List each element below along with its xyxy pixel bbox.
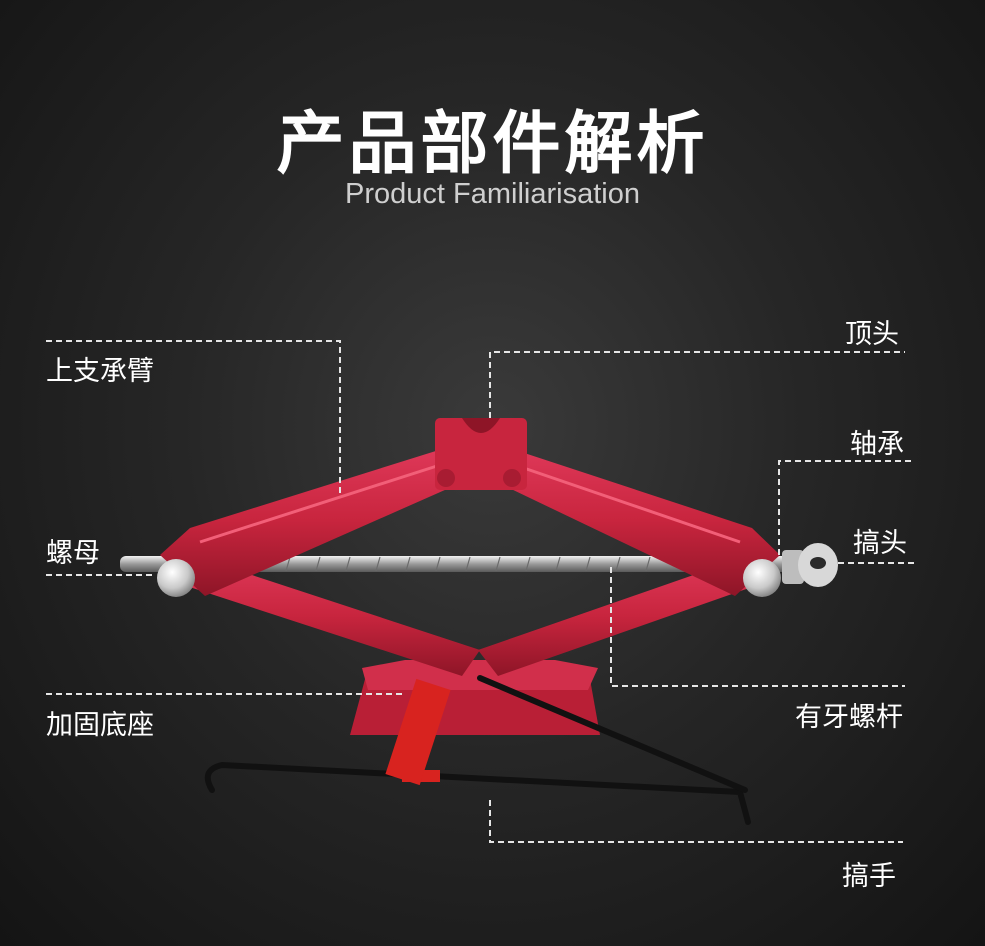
- label-base: 加固底座: [46, 710, 154, 741]
- label-handle: 搞手: [842, 861, 896, 892]
- page-title: 产品部件解析: [276, 105, 709, 184]
- handle-leader: [489, 800, 903, 843]
- crank-eye-hole: [810, 557, 826, 569]
- nut-bolt: [157, 559, 195, 597]
- upper-arm-right: [488, 445, 780, 596]
- label-bearing: 轴承: [850, 429, 904, 460]
- lower-arm-right: [478, 556, 772, 676]
- lower-arm-left: [168, 556, 480, 676]
- label-upper-arm: 上支承臂: [46, 356, 154, 387]
- arm-highlight-left: [199, 463, 441, 544]
- right-bolt: [743, 559, 781, 597]
- top-saddle: [435, 418, 527, 490]
- label-top-head: 顶头: [845, 319, 899, 350]
- upper-arm-leader: [46, 340, 341, 496]
- label-nut: 螺母: [46, 538, 100, 569]
- upper-arm-left: [160, 445, 472, 596]
- handle-rod: [477, 675, 748, 793]
- saddle-rivet-left: [437, 469, 455, 487]
- saddle-notch: [462, 418, 500, 433]
- bearing: [782, 550, 804, 584]
- label-threaded-rod: 有牙螺杆: [795, 702, 903, 733]
- handle-sleeve: [385, 678, 451, 786]
- threaded-rod: [120, 556, 820, 572]
- saddle-rivet-right: [503, 469, 521, 487]
- label-crank-head: 搞头: [853, 528, 907, 559]
- bearing-leader: [778, 460, 914, 555]
- top-head-leader: [489, 351, 905, 418]
- arm-highlight-right: [514, 463, 741, 544]
- crank-handle: [204, 761, 751, 825]
- threaded-rod-leader: [610, 567, 905, 687]
- page-subtitle: Product Familiarisation: [345, 178, 640, 210]
